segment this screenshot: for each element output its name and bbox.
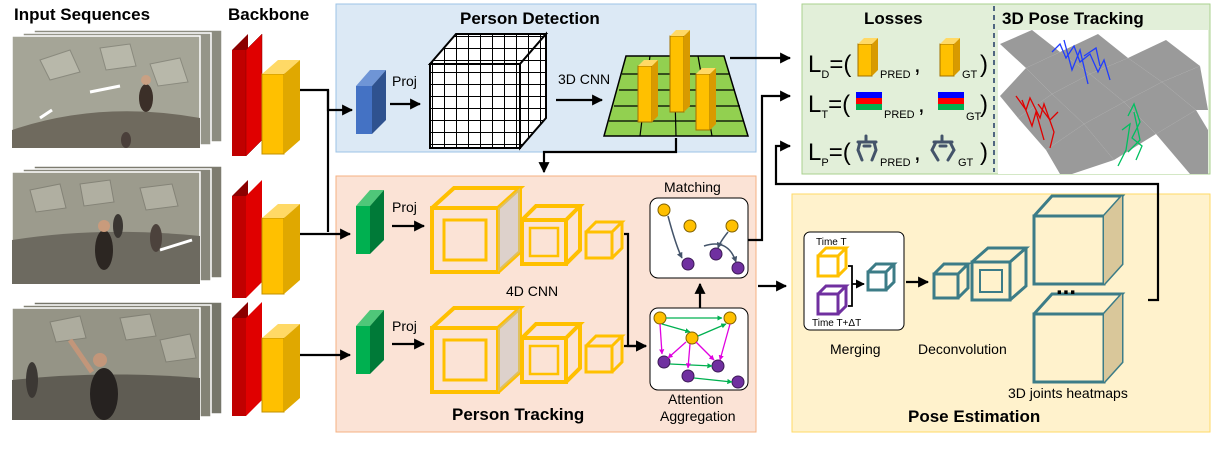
svg-text:GT: GT [958,157,974,169]
person-heat-bar-3 [695,68,716,131]
detection-output-connectors [538,52,792,174]
cnn4d-cube-mid-bottom [520,322,585,384]
matching-label: Matching [664,179,721,195]
merged-cube [866,262,898,292]
green-track [1117,102,1143,167]
gt-skeleton-icon [930,134,956,162]
person-detection-title: Person Detection [460,9,600,28]
input-sequence-1 [11,29,223,149]
backbone-block-2 [232,180,300,298]
pose-tracking-3d-render [998,30,1208,174]
svg-text:PRED: PRED [880,157,911,169]
person-heat-bar-1 [637,60,658,123]
gt-box-icon [939,38,960,77]
red-track [1015,95,1059,149]
attention-label-line1: Attention [668,391,723,407]
detection-heatmap-plane [603,30,750,137]
cnn4d-chain-top [430,186,626,274]
detection-proj-label: Proj [392,73,417,89]
losses-title: Losses [864,9,923,28]
person-tracking-title: Person Tracking [452,405,584,424]
svg-text:,: , [914,51,921,78]
input-sequence-2 [11,165,223,285]
pose-estimation-title: Pose Estimation [908,407,1040,426]
voxel-grid-cube [427,31,549,151]
heatmap-ellipsis: ... [1056,273,1076,300]
tracking-proj-label-bottom: Proj [392,318,417,334]
cnn3d-label: 3D CNN [558,71,610,87]
cnn4d-cube-mid-top [520,204,585,266]
svg-text:GT: GT [966,111,982,123]
heatmaps-label: 3D joints heatmaps [1008,385,1128,401]
loss-detection-row: LD=( PRED , GT ) [808,38,988,81]
backbone-block-1 [232,33,300,157]
attention-graph [649,307,749,391]
svg-text:): ) [980,139,988,166]
input-sequence-3 [11,301,223,421]
blue-track [1051,39,1111,85]
person-heat-bar-2 [669,30,690,113]
deconvolution-label: Deconvolution [918,341,1007,357]
svg-text:): ) [980,51,988,78]
tracking-proj-label-top: Proj [392,199,417,215]
loss-pose-row: LP=( PRED , GT ) [808,134,988,169]
cnn4d-chain-bottom [430,306,626,394]
backbone-title: Backbone [228,5,309,24]
svg-text:PRED: PRED [884,109,915,121]
time-t-cube [816,246,850,278]
pose-tracking-3d-title: 3D Pose Tracking [1002,9,1144,28]
pred-box-icon [857,38,878,77]
deconvolution-cubes [932,194,1126,384]
deconv-cube-mid [970,246,1030,302]
merging-label: Merging [830,341,881,357]
svg-text:LT=(: LT=( [808,91,850,121]
attention-label-line2: Aggregation [660,408,736,424]
backbone-connectors [300,88,354,361]
time-t-dt-label: Time T+ΔT [812,318,861,329]
cnn4d-cube-small-top [584,220,626,260]
tracking-proj-plane-top [356,190,384,254]
gt-id-color-icon [938,92,964,110]
pose-to-loss-connectors [774,140,1160,302]
svg-text:,: , [914,139,921,166]
time-t-dt-cube [816,284,850,316]
detection-proj-plane [356,70,386,134]
cnn4d-label: 4D CNN [506,283,558,299]
tracking-proj-plane-bottom [356,310,384,374]
tracking-connectors [624,90,792,352]
time-t-label: Time T [816,237,847,248]
deconv-cube-small [932,262,972,300]
svg-text:,: , [918,91,925,118]
matching-graph [649,197,749,279]
pred-id-color-icon [856,92,882,110]
svg-text:LD=(: LD=( [808,51,851,81]
input-sequences-title: Input Sequences [14,5,150,24]
svg-text:LP=(: LP=( [808,139,851,169]
backbone-block-3 [232,302,300,416]
svg-text:GT: GT [962,69,978,81]
cnn4d-cube-small-bottom [584,334,626,374]
loss-tracking-row: LT=( PRED , GT ) [808,91,988,123]
svg-text:PRED: PRED [880,69,911,81]
pred-skeleton-icon [856,134,878,162]
svg-text:): ) [980,91,988,118]
merging-box: Time T Time T+ΔT [803,231,905,331]
